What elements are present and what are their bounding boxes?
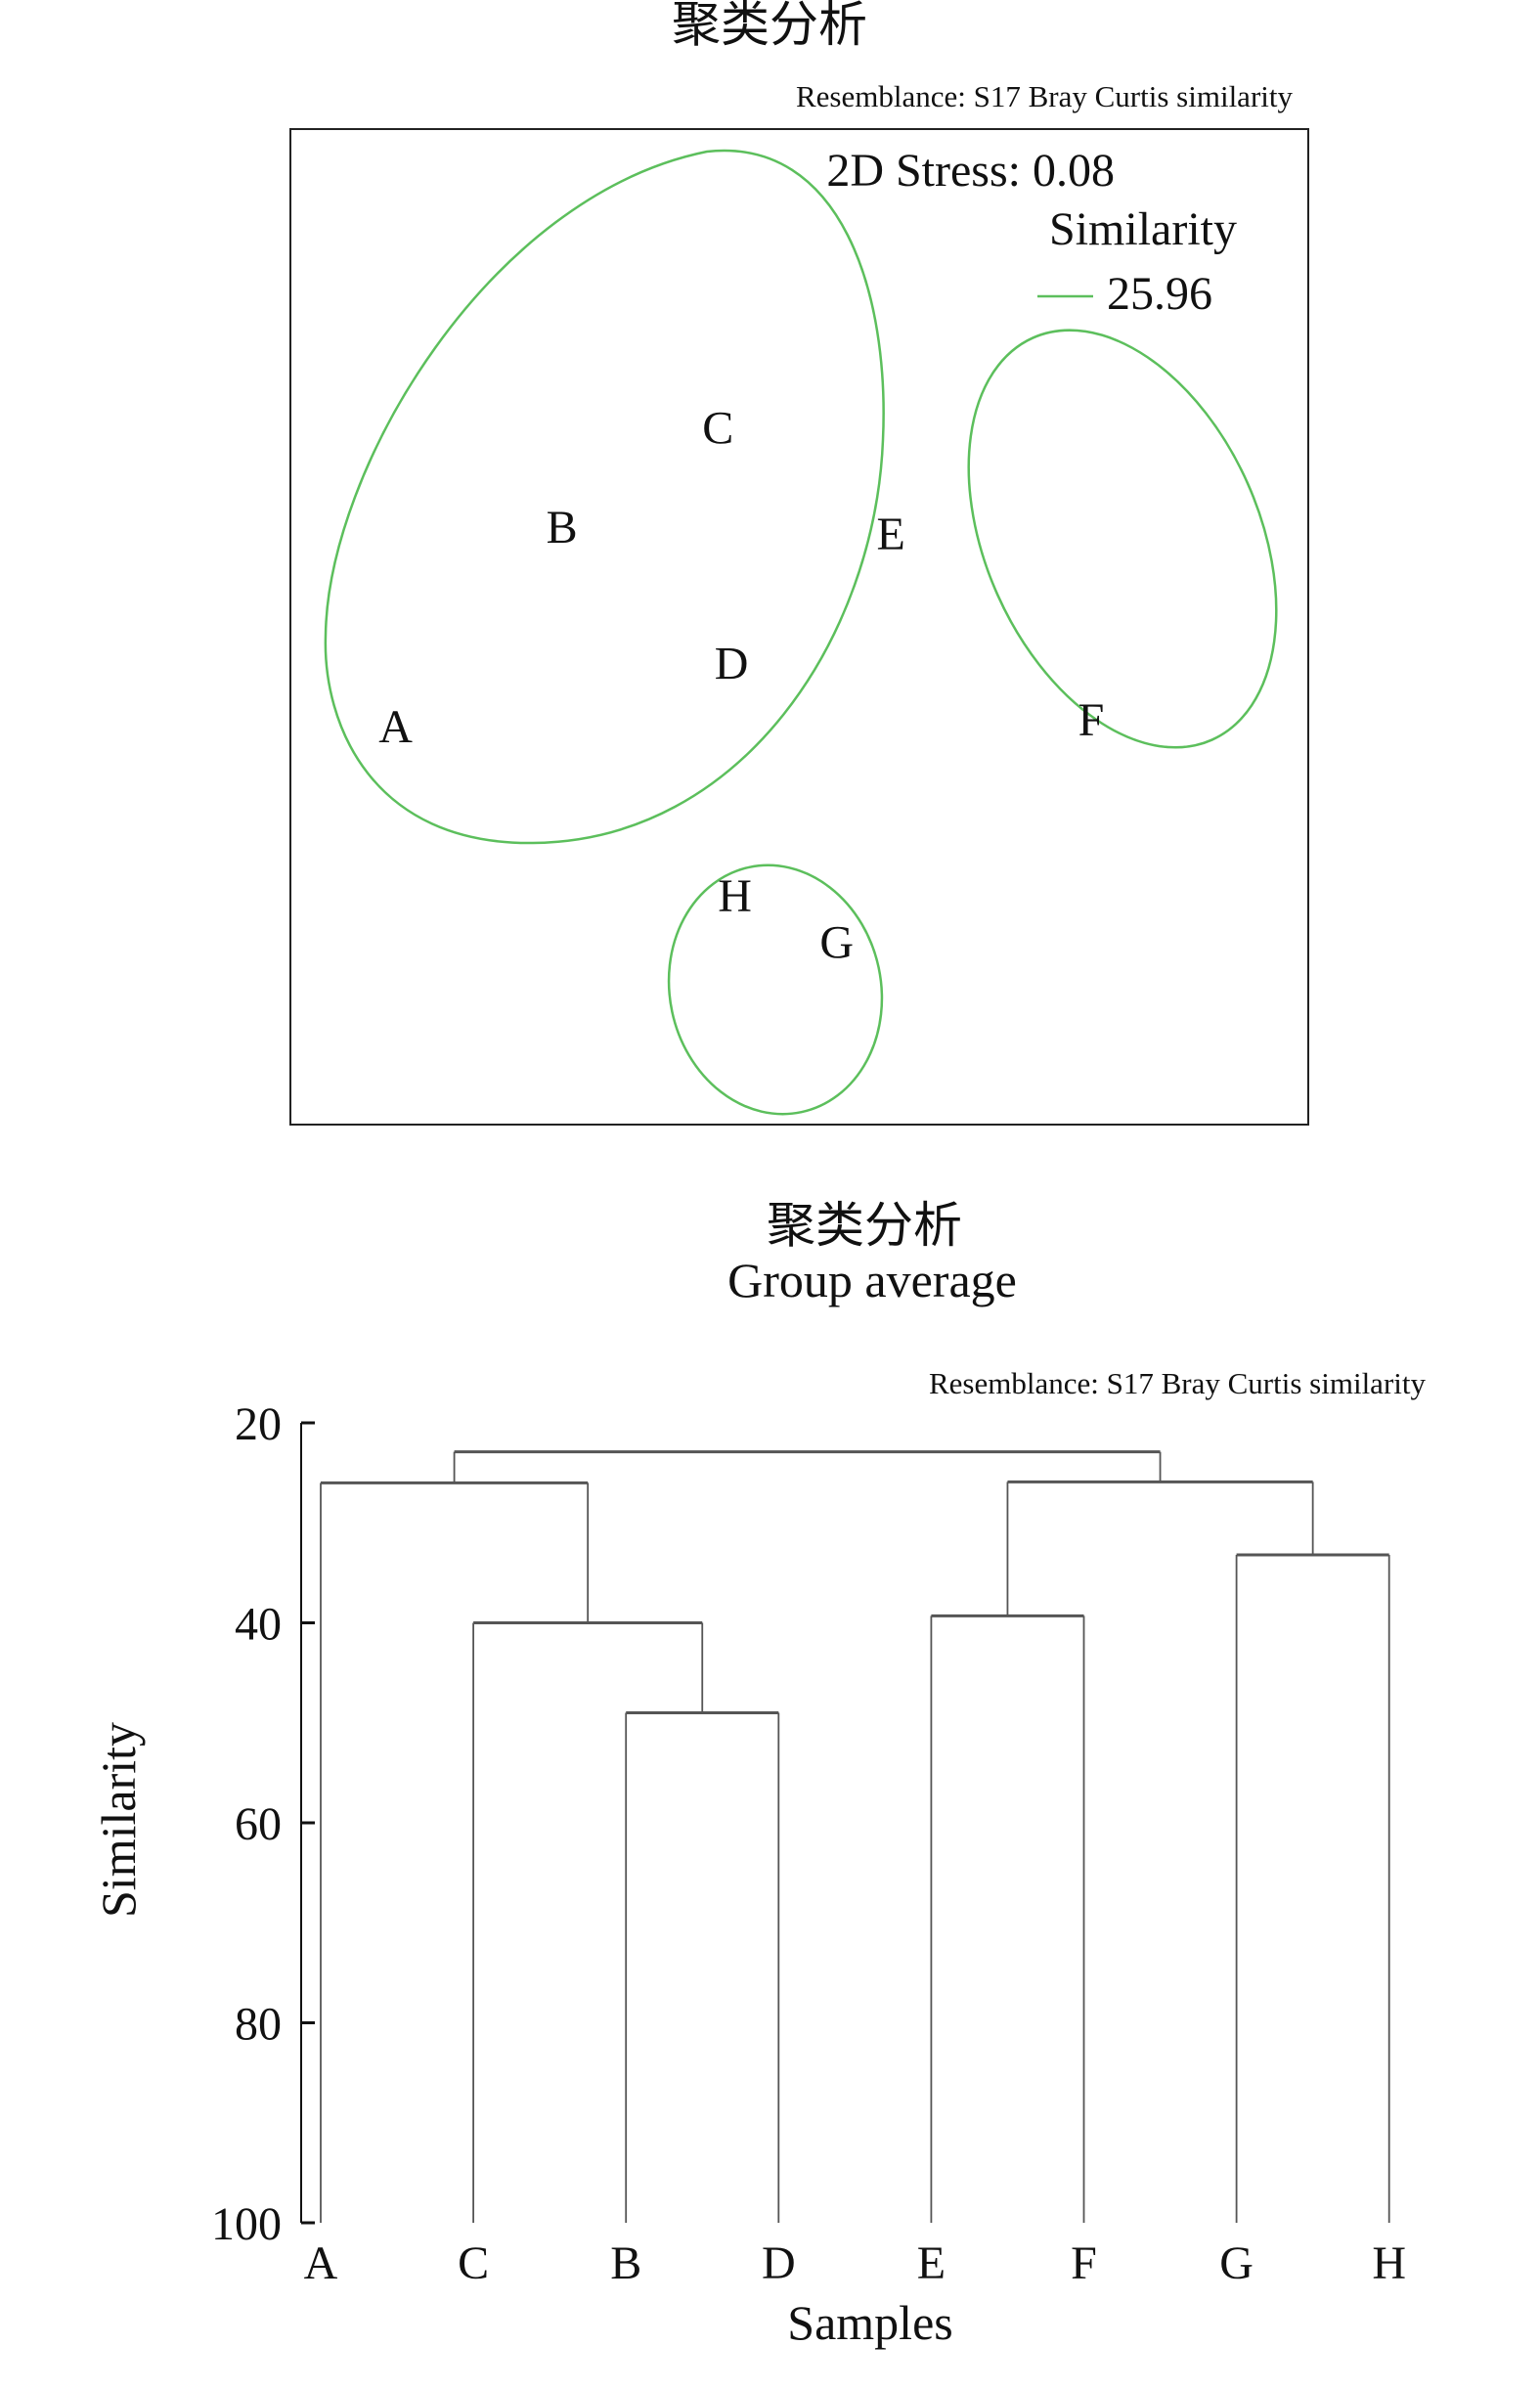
y-tick-label-100: 100 [211, 2198, 282, 2250]
leaf-label-f: F [1071, 2237, 1097, 2289]
cluster-ellipse-gh [667, 863, 884, 1116]
point-label-f: F [1078, 694, 1105, 746]
y-axis-label: Similarity [91, 1722, 146, 1918]
leaf-label-h: H [1372, 2237, 1406, 2289]
point-label-g: G [819, 916, 854, 968]
x-axis-label: Samples [787, 2295, 952, 2350]
point-label-h: H [718, 870, 752, 922]
leaf-label-b: B [610, 2237, 641, 2289]
mds-title: 聚类分析 [672, 0, 867, 52]
stress-label: 2D Stress: 0.08 [826, 145, 1115, 197]
dendrogram-resemblance-note: Resemblance: S17 Bray Curtis similarity [929, 1366, 1426, 1400]
point-label-e: E [877, 509, 905, 560]
mds-plot-frame [289, 128, 1309, 1126]
dendrogram-subtitle: Group average [727, 1253, 1017, 1307]
y-tick-label-80: 80 [235, 1999, 282, 2051]
y-tick-label-20: 20 [235, 1398, 282, 1450]
legend-value: 25.96 [1107, 268, 1212, 320]
leaf-label-g: G [1219, 2237, 1254, 2289]
y-tick-label-40: 40 [235, 1599, 282, 1651]
leaf-label-a: A [304, 2237, 338, 2289]
cluster-ellipse-ef [967, 329, 1278, 749]
cluster-ellipse-abcd [324, 149, 885, 845]
y-tick-label-60: 60 [235, 1798, 282, 1850]
point-label-a: A [378, 701, 413, 753]
mds-resemblance-note: Resemblance: S17 Bray Curtis similarity [796, 79, 1293, 113]
point-label-c: C [702, 402, 733, 454]
leaf-label-e: E [917, 2237, 946, 2289]
point-label-b: B [547, 502, 578, 553]
point-label-d: D [715, 638, 749, 689]
leaf-label-c: C [458, 2237, 489, 2289]
legend-title: Similarity [1049, 203, 1237, 255]
leaf-label-d: D [762, 2237, 796, 2289]
dendrogram-title: 聚类分析 [767, 1198, 962, 1253]
